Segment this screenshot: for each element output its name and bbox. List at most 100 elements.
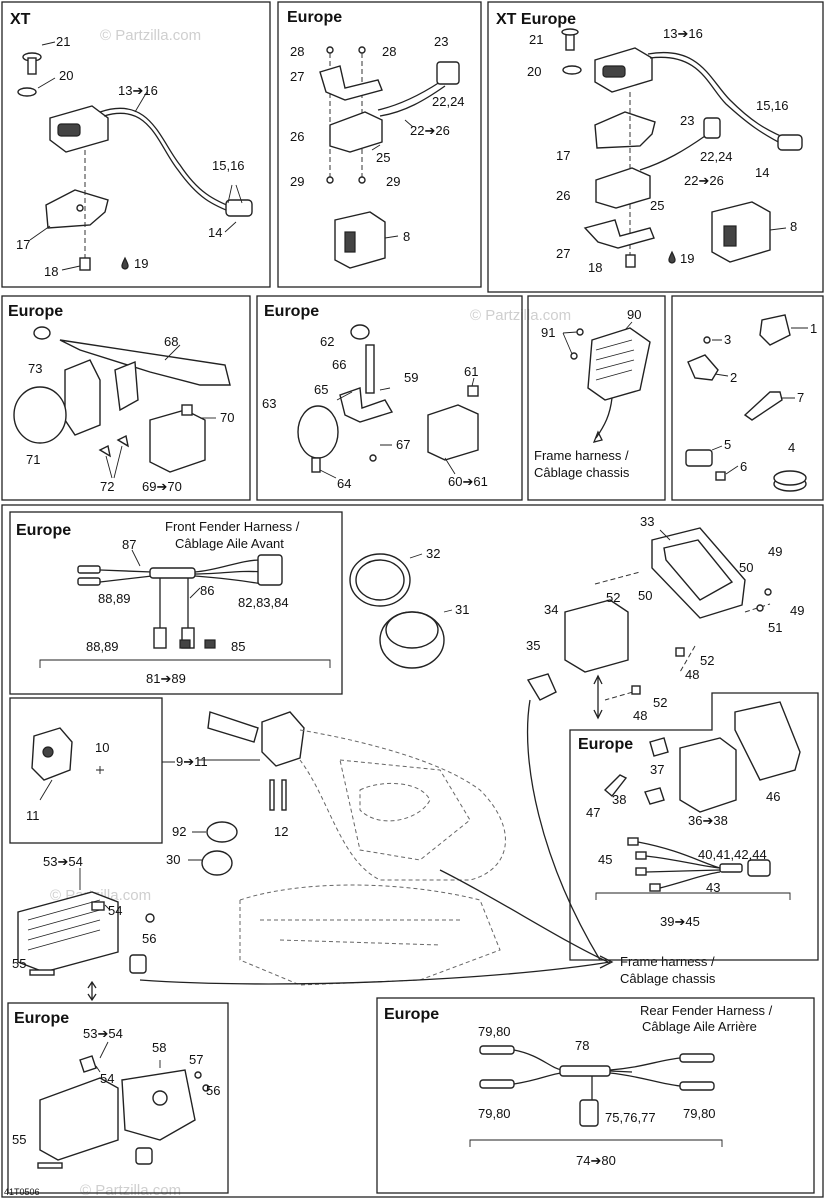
part-label: 15,16	[212, 158, 245, 173]
relay-part	[329, 111, 383, 153]
part-label: 55	[12, 1132, 26, 1147]
part-label: 53➔54	[83, 1026, 123, 1041]
part-label: 79,80	[478, 1024, 511, 1039]
part-label: 60➔61	[448, 474, 488, 489]
part-label: 31	[455, 602, 469, 617]
part-label: 10	[95, 740, 109, 755]
rear-fender-note: Rear Fender Harness /	[640, 1003, 773, 1018]
part-label: 79,80	[683, 1106, 716, 1121]
panel-border	[9, 511, 343, 695]
switch-part	[49, 105, 109, 153]
part-label: 43	[706, 880, 720, 895]
gauge-assembly: 32 31	[349, 546, 469, 669]
terminal-part	[204, 639, 216, 649]
panel-europe-top: Europe 28 28 27 23 22,24 22➔26 26 25 29 …	[277, 1, 482, 288]
panel-border	[487, 1, 824, 293]
part-label: 62	[320, 334, 334, 349]
part-label: 3	[724, 332, 731, 347]
part-label: 36➔38	[688, 813, 728, 828]
relay-part	[334, 211, 386, 269]
watermark: © Partzilla.com	[470, 307, 571, 324]
taillight-assembly: 53➔54 54 56 55	[12, 854, 156, 1002]
part-label: 45	[598, 852, 612, 867]
part-label: 14	[208, 225, 222, 240]
part-label: 22➔26	[684, 173, 724, 188]
taillight-part	[39, 1077, 119, 1161]
clip-part	[759, 314, 791, 346]
connector-part	[685, 449, 713, 467]
panel-title: Europe	[287, 9, 342, 26]
panel-border	[671, 295, 824, 501]
lens-part	[13, 386, 67, 444]
harness-sleeve	[559, 1065, 611, 1077]
lamp-part	[427, 404, 479, 461]
part-label: 34	[544, 602, 558, 617]
panel-small-parts: 3 1 2 7 5 6 4	[671, 295, 824, 501]
panel-border	[527, 295, 666, 501]
part-label: 22,24	[432, 94, 465, 109]
bracket-part	[583, 219, 655, 249]
part-label: 22➔26	[410, 123, 450, 138]
part-label: 55	[12, 956, 26, 971]
part-label: 9➔11	[176, 754, 208, 769]
part-label: 37	[650, 762, 664, 777]
part-label: 30	[166, 852, 180, 867]
terminal-part	[627, 837, 639, 846]
part-label: 58	[152, 1040, 166, 1055]
part-label: 73	[28, 361, 42, 376]
nut-part	[194, 1071, 202, 1079]
panel-border	[1, 295, 251, 501]
terminal-part	[77, 565, 101, 574]
part-label: 67	[396, 437, 410, 452]
part-label: 32	[426, 546, 440, 561]
panel-rear-fender-harness: Europe Rear Fender Harness / Câblage Ail…	[376, 997, 815, 1194]
clip-part	[687, 354, 719, 381]
part-label: 82,83,84	[238, 595, 289, 610]
panel-switch: 10 9➔11 11	[9, 697, 260, 844]
panel-xt-europe: XT Europe 21 13➔16 20 15,16 23 17 22,24 …	[487, 1, 824, 293]
connector-part	[225, 199, 253, 217]
bulb-part	[526, 673, 557, 701]
part-label: 63	[262, 396, 276, 411]
screw-part	[625, 254, 636, 268]
lamp-part	[149, 409, 206, 473]
screw-part	[715, 471, 726, 481]
screw-part	[269, 779, 275, 811]
clip-part	[98, 434, 129, 458]
part-label: 53➔54	[43, 854, 83, 869]
drop-icon	[121, 256, 129, 270]
part-label: 8	[790, 219, 797, 234]
part-label: 15,16	[756, 98, 789, 113]
panel-border	[7, 1002, 229, 1194]
panel-europe-headlamp: Europe 37 46 47 38 36➔38 45 40,41,42,44 …	[569, 692, 819, 961]
harness-sleeve	[149, 567, 196, 579]
part-label: 26	[290, 129, 304, 144]
nut-part	[631, 685, 641, 695]
part-label: 70	[220, 410, 234, 425]
panel-europe-mid-left: Europe 68 73 70 71 72 69➔70	[1, 295, 251, 501]
part-label: 33	[640, 514, 654, 529]
part-label: 47	[586, 805, 600, 820]
part-label: 64	[337, 476, 351, 491]
bracket-part	[59, 339, 231, 386]
bulb-part	[79, 1055, 97, 1073]
part-label: 8	[403, 229, 410, 244]
screw-part	[37, 1162, 63, 1169]
reflector-part	[297, 405, 339, 459]
part-label: 78	[575, 1038, 589, 1053]
front-fender-note: Front Fender Harness /	[165, 519, 300, 534]
ignition-switch-part	[201, 850, 233, 876]
headlamp-frame-part	[734, 701, 801, 781]
part-label: 72	[100, 479, 114, 494]
part-label: 7	[797, 390, 804, 405]
terminal-part	[479, 1045, 515, 1055]
part-label: 59	[404, 370, 418, 385]
bolt-part	[22, 41, 56, 75]
panel-border	[256, 295, 523, 501]
part-label: 25	[376, 150, 390, 165]
part-label: 4	[788, 440, 795, 455]
frame-harness-note: Câblage chassis	[620, 971, 716, 986]
watermark: © Partzilla.com	[100, 27, 201, 44]
panel-border	[376, 997, 815, 1194]
part-label: 74➔80	[576, 1153, 616, 1168]
